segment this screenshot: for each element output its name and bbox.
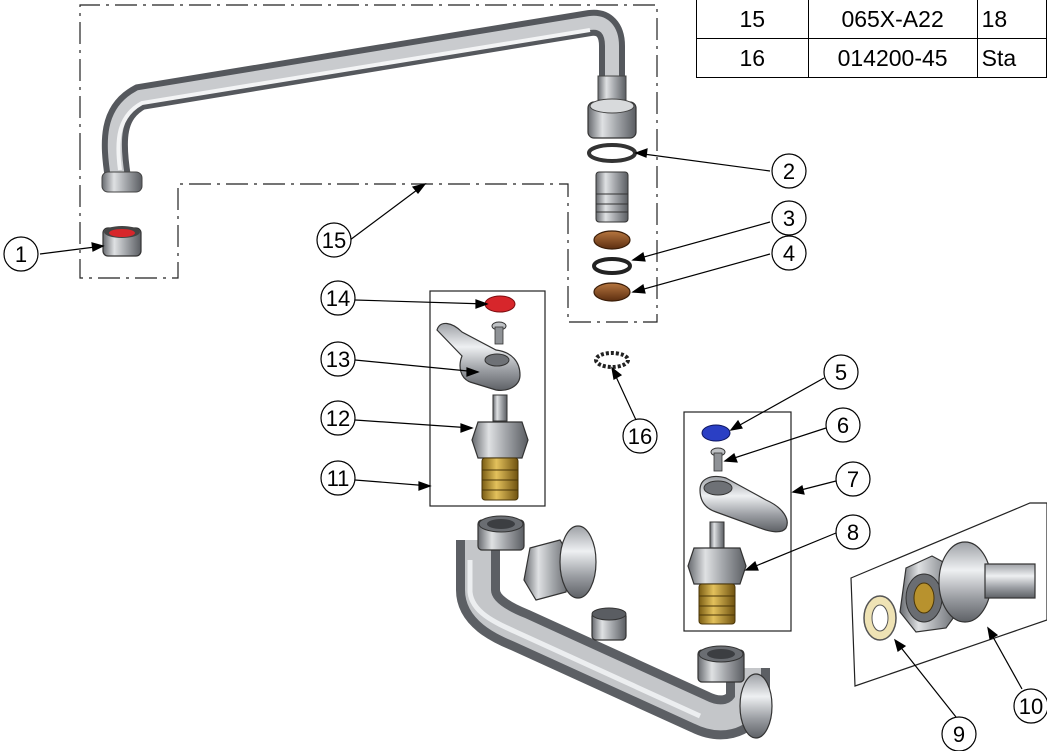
table-row: 15 065X-A22 18 <box>696 0 1047 39</box>
svg-text:9: 9 <box>953 722 965 747</box>
o-ring-3 <box>592 257 632 275</box>
swing-spout <box>101 9 627 193</box>
svg-text:4: 4 <box>783 241 795 266</box>
svg-text:13: 13 <box>326 347 350 372</box>
spout-tip <box>101 171 143 193</box>
spout-connection-parts <box>587 98 637 302</box>
spout-tube-highlight <box>107 15 619 180</box>
flange-assembly-outline <box>850 502 1047 687</box>
part-number-cell: 065X-A22 <box>807 0 978 39</box>
spout-nut <box>587 98 637 139</box>
callout-15: 15 <box>316 222 352 258</box>
body-inlet-right <box>697 645 745 683</box>
part-number-cell: 014200-45 <box>807 38 978 78</box>
callout-8: 8 <box>835 514 871 550</box>
hot-valve-cartridge <box>471 394 529 501</box>
svg-text:16: 16 <box>628 424 652 449</box>
callout-9: 9 <box>941 716 977 751</box>
hot-valve-assembly <box>436 295 529 501</box>
flange-assembly <box>863 541 1036 641</box>
svg-text:6: 6 <box>837 413 849 438</box>
svg-text:2: 2 <box>783 159 795 184</box>
svg-text:8: 8 <box>847 520 859 545</box>
assembly-outlines <box>79 4 1047 687</box>
cold-index-button <box>701 424 731 442</box>
cold-valve-outline <box>683 411 792 632</box>
item-cell: 16 <box>696 38 809 78</box>
callout-7: 7 <box>835 461 871 497</box>
callout-balloons: 1 2 3 4 5 6 7 8 9 10 11 12 13 14 15 16 <box>3 153 1047 751</box>
spout-tube <box>101 9 625 181</box>
callout-2: 2 <box>771 153 807 189</box>
body-center-outlet <box>591 607 627 641</box>
svg-text:5: 5 <box>835 360 847 385</box>
body-flange-right <box>739 673 773 739</box>
body-inlet-left <box>477 515 525 551</box>
callout-4: 4 <box>771 235 807 271</box>
callout-16: 16 <box>622 418 658 454</box>
spout-base <box>597 75 627 101</box>
hot-lever-handle <box>436 322 521 391</box>
callout-13: 13 <box>320 341 356 377</box>
lock-washer <box>594 351 630 369</box>
callout-6: 6 <box>825 407 861 443</box>
bronze-washer-upper <box>593 230 631 250</box>
flange-plate <box>938 541 992 623</box>
svg-text:3: 3 <box>783 206 795 231</box>
hot-handle-screw <box>491 321 507 345</box>
description-cell: Sta <box>976 38 1047 78</box>
callout-14: 14 <box>320 280 356 316</box>
item-cell: 15 <box>696 0 809 39</box>
spout-assembly-outline <box>79 4 658 323</box>
svg-text:7: 7 <box>847 467 859 492</box>
svg-text:14: 14 <box>326 286 350 311</box>
cold-valve-assembly <box>687 424 788 625</box>
parts-table: 15 065X-A22 18 16 014200-45 Sta <box>696 0 1047 78</box>
callout-1: 1 <box>3 236 39 272</box>
table-row: 16 014200-45 Sta <box>696 38 1047 78</box>
callout-11: 11 <box>320 460 356 496</box>
svg-text:11: 11 <box>327 466 350 491</box>
svg-text:10: 10 <box>1019 694 1043 719</box>
aerator <box>102 226 142 257</box>
svg-text:15: 15 <box>322 228 346 253</box>
cold-handle-screw <box>710 447 726 472</box>
spout-insert <box>595 171 629 223</box>
bronze-washer-lower <box>593 282 631 302</box>
faucet-body <box>456 515 773 740</box>
parts-table-region: 15 065X-A22 18 16 014200-45 Sta <box>0 0 1047 80</box>
callout-10: 10 <box>1013 688 1047 724</box>
description-cell: 18 <box>976 0 1047 39</box>
o-ring-2 <box>587 143 637 163</box>
spout-tube-shine <box>116 28 591 171</box>
leader-lines <box>39 148 1023 718</box>
callout-3: 3 <box>771 200 807 236</box>
callout-5: 5 <box>823 354 859 390</box>
hot-index-button <box>484 295 516 313</box>
body-flange-left <box>523 525 597 601</box>
svg-text:1: 1 <box>15 242 27 267</box>
hot-valve-outline <box>429 290 546 507</box>
callout-12: 12 <box>320 400 356 436</box>
svg-text:12: 12 <box>326 406 350 431</box>
cold-valve-cartridge <box>687 521 747 625</box>
